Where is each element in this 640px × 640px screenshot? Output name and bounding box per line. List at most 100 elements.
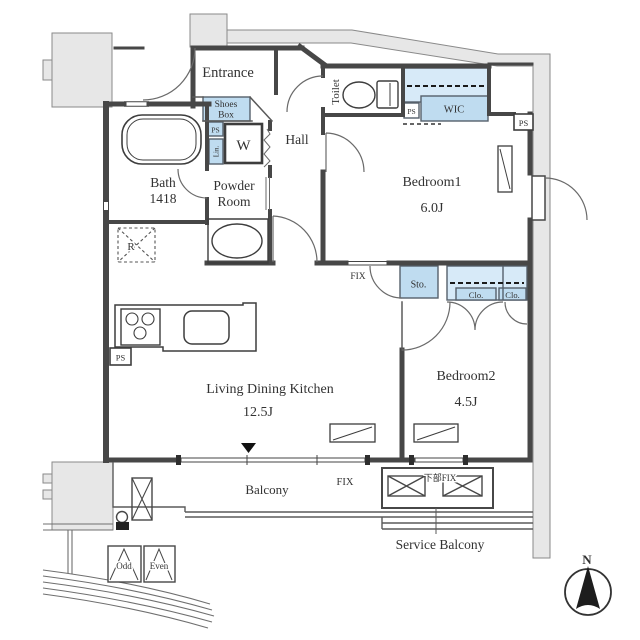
bath-side-window [103, 199, 109, 213]
toilet-door-arc [286, 75, 324, 113]
ps-box-3 [513, 113, 534, 131]
room-label-powder-1: Powder [213, 178, 255, 193]
balcony-edge-left [112, 462, 186, 512]
window-center-marker [241, 443, 256, 453]
washer-folding-door [263, 128, 271, 168]
parking-odd-label: Odd [116, 561, 132, 571]
bedroom2-window [413, 457, 465, 463]
ps-label-4: PS [116, 353, 126, 363]
windows [103, 101, 465, 465]
closet-label-box-1 [455, 287, 497, 301]
burner-2 [141, 312, 155, 326]
bedroom2-ac-diagonal [416, 426, 456, 441]
service-balcony-railing [381, 517, 533, 530]
block-tab-2 [42, 489, 53, 500]
fix-label-2: FIX [337, 477, 354, 488]
balcony-label: Balcony [245, 482, 289, 497]
powder-sliding-door [265, 177, 270, 210]
balcony-door-arc [544, 177, 588, 221]
room-label-ldk: Living Dining Kitchen [206, 382, 334, 397]
site-boundary [42, 523, 215, 629]
compass [564, 566, 612, 616]
fridge-label: R [127, 241, 135, 253]
bath-size-label: 1418 [150, 191, 177, 206]
bath-door-arc [177, 168, 208, 199]
parking-palettes [107, 545, 176, 583]
balcony-drain [116, 522, 129, 530]
balcony-elements [112, 462, 533, 534]
exterior-block-bottom [51, 461, 114, 531]
exterior-structures [42, 13, 551, 559]
bedroom1-size-label: 6.0J [421, 201, 445, 216]
kitchen-sink [183, 310, 230, 345]
fix-label-1: FIX [350, 272, 365, 282]
room-label-bedroom1: Bedroom1 [402, 175, 461, 190]
ps-label-1: PS [211, 126, 219, 135]
ldk-size-label: 12.5J [243, 405, 274, 420]
storage-sto [399, 265, 439, 299]
room-label-bedroom2: Bedroom2 [436, 369, 495, 384]
wall-diagonal-shoes [248, 95, 274, 123]
parking-chevrons [109, 547, 173, 581]
shoes-box-label-1: Shoes [215, 100, 238, 110]
common-corridor-block-top [51, 32, 113, 108]
burner-3 [133, 326, 147, 340]
compass-needle-icon [576, 566, 600, 609]
room-label-entrance: Entrance [202, 65, 254, 81]
wash-basin [211, 223, 263, 259]
room-label-hall: Hall [285, 132, 308, 147]
corridor-band [226, 29, 551, 559]
balcony-ac-cross [131, 477, 153, 521]
hanger-pipes [407, 85, 524, 284]
site-connector [67, 530, 73, 574]
balcony-door-leaf [531, 175, 546, 221]
ldk-ac-diagonal [332, 426, 373, 441]
wall-diagonal-top [296, 43, 329, 69]
window-caps [176, 455, 468, 465]
bedroom2-door-arc [401, 301, 451, 351]
walls [103, 43, 534, 463]
sto-label: Sto. [411, 280, 427, 291]
closet-door-small [504, 301, 528, 325]
toilet-tank [376, 80, 399, 109]
corridor-stub [189, 13, 228, 48]
compass-north-label: N [582, 552, 592, 567]
bedroom1-door-arc [325, 132, 365, 173]
closet-label-box-2 [498, 287, 527, 301]
room-label-toilet: Toilet [330, 79, 342, 105]
toilet-bowl [342, 81, 376, 109]
service-balcony-label: Service Balcony [396, 537, 485, 552]
room-label-bath: Bath [150, 175, 176, 190]
shoes-box-label-2: Box [218, 111, 234, 121]
ps-label-2: PS [407, 107, 415, 116]
balcony-ac-unit [131, 477, 153, 521]
doors [142, 47, 588, 351]
corridor-tab-top [42, 59, 53, 81]
vanity-counter [207, 218, 269, 264]
clo-label-1: Clo. [469, 290, 483, 300]
washer-label: W [236, 138, 251, 154]
ldk-window [179, 457, 367, 463]
clo-label-2: Clo. [505, 290, 519, 300]
block-tab-1 [42, 473, 53, 484]
bath-top-window [124, 101, 149, 107]
balcony-railing [185, 511, 533, 518]
ldk-window-mullions [246, 455, 318, 465]
entrance-door-arc [142, 47, 196, 101]
service-balcony-slab [381, 467, 494, 509]
fridge-space [117, 227, 156, 263]
bathtub-inner [126, 118, 197, 161]
ldk-door-arc [272, 215, 318, 263]
ps-label-3: PS [519, 118, 529, 128]
room-label-powder-2: Room [217, 194, 251, 209]
wic-label: WIC [444, 105, 464, 116]
labels: Entrance Shoes Box PS Lin. W Hall Toilet… [115, 65, 593, 573]
site-line-block [43, 523, 113, 531]
ps-box-4 [109, 347, 132, 366]
lower-fix-label: 下部FIX [424, 472, 457, 483]
parking-even-label: Even [150, 561, 169, 571]
fixtures [109, 80, 534, 443]
linen-label: Lin. [213, 146, 221, 158]
